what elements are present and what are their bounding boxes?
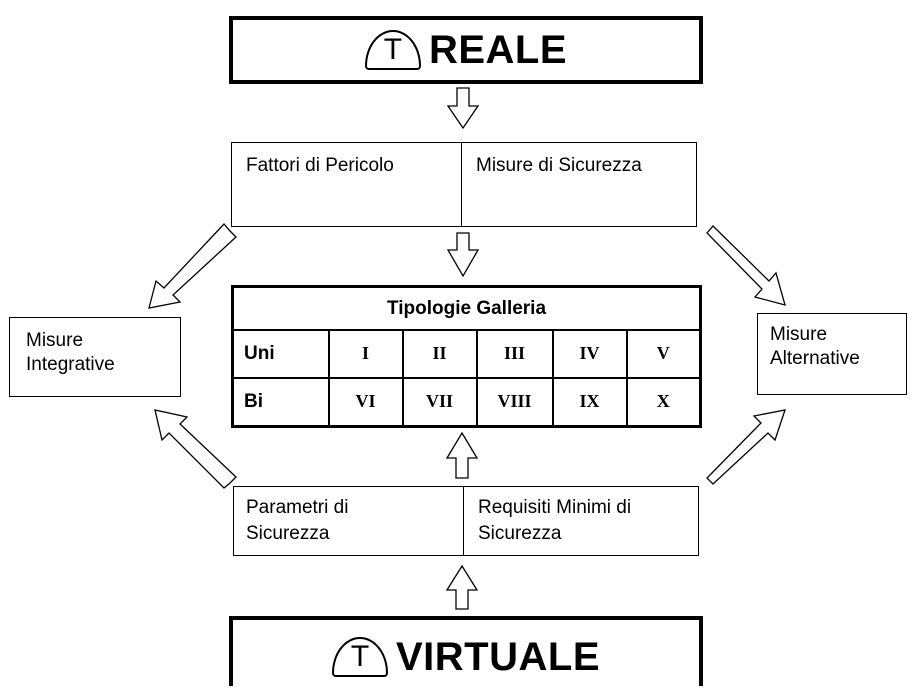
arrow-up-left-icon [154, 409, 237, 489]
table-cell: I [327, 329, 404, 379]
misure-di-sicurezza-label: Misure di Sicurezza [476, 155, 642, 176]
table-row-uni: Uni I II III IV V [231, 329, 702, 379]
table-cell: IX [551, 376, 628, 428]
fattori-di-pericolo-label: Fattori di Pericolo [246, 155, 394, 176]
misure-integrative-box: Misure Integrative [9, 317, 181, 397]
table-cell: III [475, 329, 554, 379]
requisiti-minimi-line2: Sicurezza [478, 523, 562, 544]
arrow-down-icon [446, 232, 480, 278]
table-title: Tipologie Galleria [231, 285, 702, 331]
parametri-di-sicurezza-line1: Parametri di [246, 497, 349, 518]
bottom-box-divider [463, 487, 464, 555]
misure-integrative-line2: Integrative [26, 354, 115, 375]
table-cell: VI [327, 376, 404, 428]
table-cell: VII [401, 376, 478, 428]
arrow-down-left-icon [148, 223, 237, 309]
misure-alternative-line1: Misure [770, 324, 828, 345]
table-cell: X [625, 376, 702, 428]
misure-alternative-line2: Alternative [770, 348, 860, 369]
top-box-divider [461, 143, 462, 226]
row-label-uni: Uni [231, 329, 330, 379]
arrow-up-icon [445, 564, 479, 610]
reale-title: REALE [428, 27, 568, 72]
table-row-bi: Bi VI VII VIII IX X [231, 376, 702, 428]
top-box: Fattori di Pericolo Misure di Sicurezza [231, 142, 697, 227]
parametri-di-sicurezza-line2: Sicurezza [246, 523, 330, 544]
misure-integrative-line1: Misure [26, 330, 84, 351]
arrow-up-icon [445, 431, 479, 479]
bottom-box: Parametri di Sicurezza Requisiti Minimi … [233, 486, 699, 556]
tipologie-galleria-table: Tipologie Galleria Uni I II III IV V Bi … [231, 285, 702, 428]
virtuale-box: T VIRTUALE [229, 616, 703, 686]
table-cell: II [401, 329, 478, 379]
row-label-bi: Bi [231, 376, 330, 428]
arrow-up-right-icon [706, 409, 786, 485]
reale-box: T REALE [229, 16, 703, 84]
table-cell: V [625, 329, 702, 379]
table-cell: VIII [475, 376, 554, 428]
arrow-down-icon [446, 87, 480, 130]
arrow-down-right-icon [706, 225, 786, 306]
table-cell: IV [551, 329, 628, 379]
virtuale-title: VIRTUALE [396, 634, 600, 679]
misure-alternative-box: Misure Alternative [757, 313, 907, 395]
requisiti-minimi-line1: Requisiti Minimi di [478, 497, 632, 518]
